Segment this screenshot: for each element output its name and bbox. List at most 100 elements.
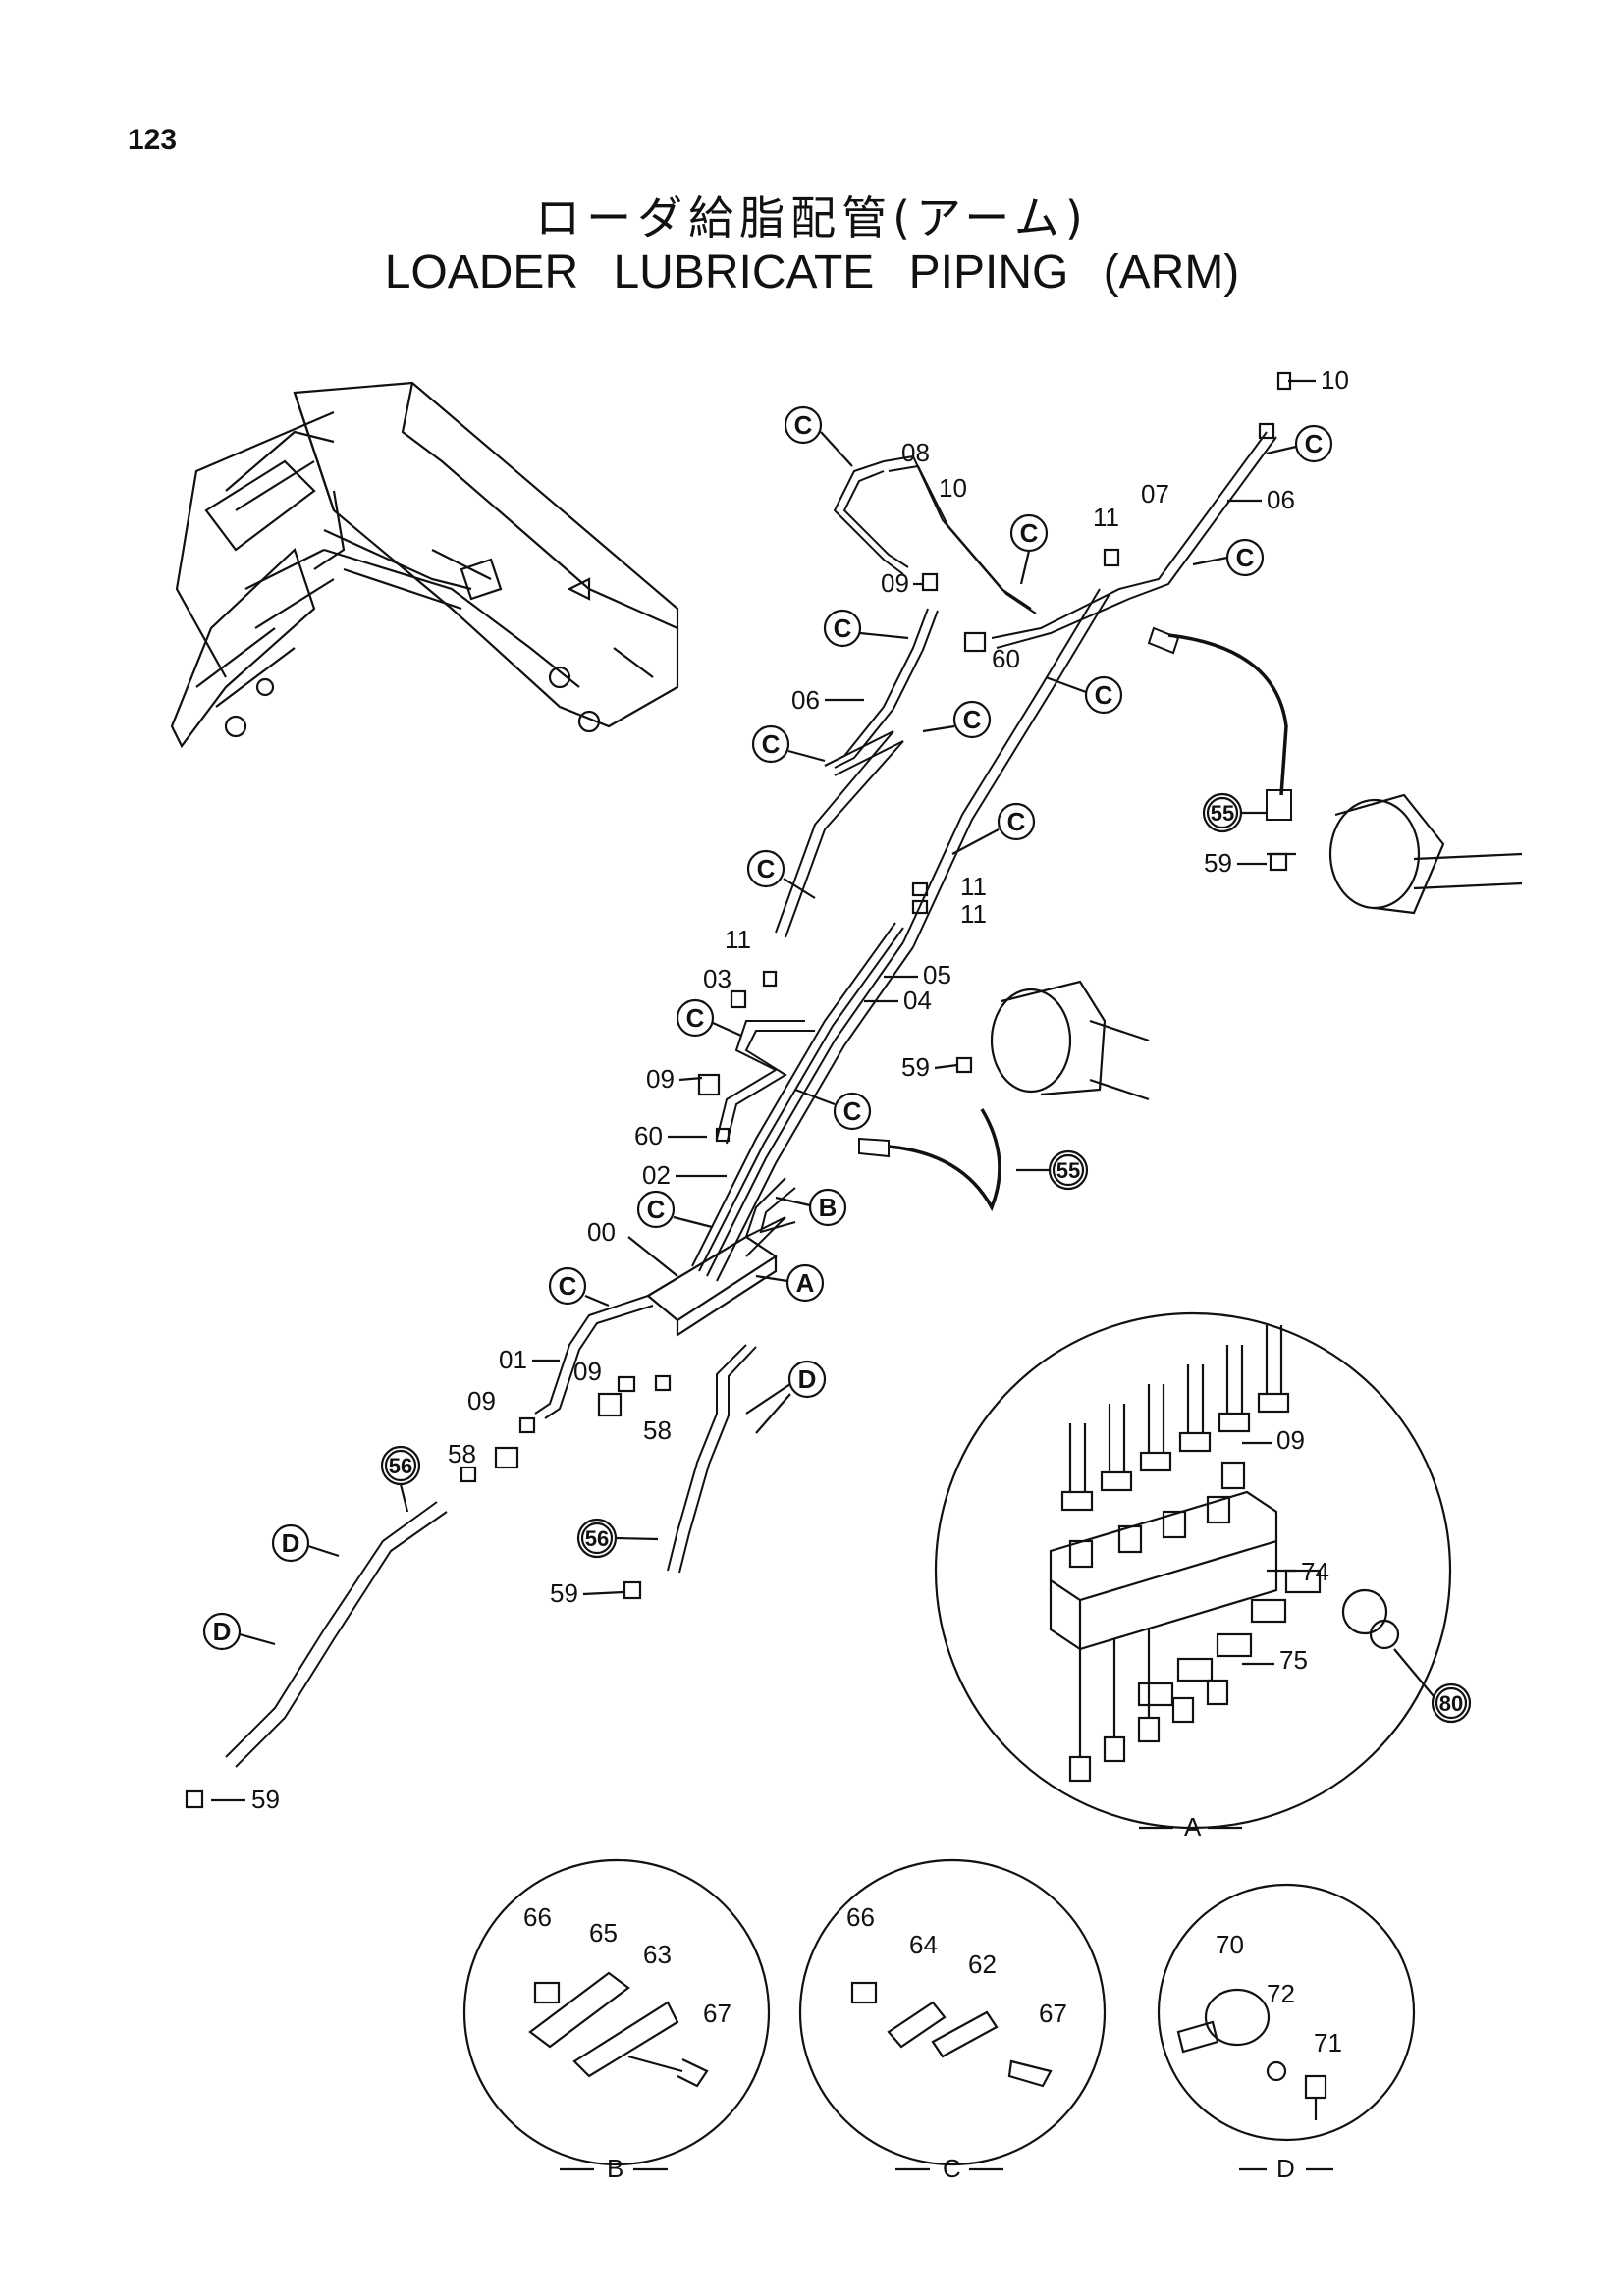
svg-text:09: 09: [881, 568, 909, 598]
svg-text:02: 02: [642, 1160, 671, 1190]
svg-text:09: 09: [646, 1064, 675, 1094]
callout-D-3: D: [202, 1612, 276, 1651]
svg-text:70: 70: [1216, 1930, 1244, 1959]
callout-56-right: 56: [576, 1518, 659, 1559]
svg-text:03: 03: [703, 964, 731, 993]
callout-C-3: C: [1266, 424, 1333, 463]
svg-text:55: 55: [1056, 1158, 1080, 1183]
svg-text:C: C: [647, 1195, 666, 1224]
svg-text:58: 58: [643, 1415, 672, 1445]
svg-text:71: 71: [1314, 2028, 1342, 2057]
callout-55-upper: 55: [1202, 792, 1267, 833]
svg-text:00: 00: [587, 1217, 616, 1247]
callout-C-12: C: [794, 1088, 872, 1131]
svg-text:04: 04: [903, 986, 932, 1015]
cylinder-end-lower: [990, 980, 1150, 1101]
svg-text:62: 62: [968, 1949, 997, 1979]
svg-text:74: 74: [1301, 1557, 1329, 1586]
svg-text:C: C: [559, 1271, 577, 1301]
svg-text:66: 66: [846, 1902, 875, 1932]
fittings: [185, 371, 1292, 1809]
svg-text:09: 09: [573, 1357, 602, 1386]
cylinder-end-upper: [1267, 793, 1523, 915]
part-labels: 10 08 10 07 06 11 09 60 06 59 11 11 11 0…: [211, 365, 1349, 1814]
svg-text:59: 59: [1204, 848, 1232, 878]
callout-C-10: C: [746, 849, 816, 899]
svg-text:C: C: [757, 854, 776, 883]
callout-D-2: D: [271, 1523, 340, 1563]
svg-text:07: 07: [1141, 479, 1169, 508]
svg-text:11: 11: [960, 899, 987, 929]
svg-text:10: 10: [939, 473, 967, 503]
svg-text:55: 55: [1211, 801, 1234, 826]
svg-text:C: C: [794, 410, 813, 440]
svg-text:11: 11: [725, 925, 751, 954]
svg-text:75: 75: [1279, 1645, 1308, 1675]
svg-text:56: 56: [389, 1454, 412, 1478]
svg-text:09: 09: [467, 1386, 496, 1415]
svg-text:01: 01: [499, 1345, 527, 1374]
callout-A: A: [755, 1263, 825, 1303]
svg-text:11: 11: [960, 872, 987, 901]
svg-text:C: C: [834, 614, 852, 643]
callout-C-13: C: [636, 1190, 713, 1229]
callout-C-6: C: [1045, 675, 1123, 715]
detail-A: A: [934, 1311, 1472, 1842]
svg-text:66: 66: [523, 1902, 552, 1932]
svg-text:C: C: [1305, 429, 1324, 458]
svg-text:C: C: [843, 1096, 862, 1126]
pipe-routing: [225, 431, 1292, 1768]
callout-C-11: C: [676, 998, 742, 1038]
svg-text:59: 59: [550, 1578, 578, 1608]
svg-text:B: B: [819, 1193, 838, 1222]
title-japanese: ローダ給脂配管(アーム): [535, 191, 1089, 244]
svg-text:60: 60: [634, 1121, 663, 1150]
callout-C-9: C: [951, 802, 1036, 855]
page-number: 123: [128, 124, 178, 156]
svg-text:B: B: [607, 2154, 623, 2183]
detail-D: D 70 72 71: [1157, 1883, 1416, 2183]
callout-B: B: [775, 1188, 847, 1227]
svg-text:64: 64: [909, 1930, 938, 1959]
svg-text:C: C: [943, 2154, 961, 2183]
svg-text:C: C: [1020, 518, 1039, 548]
svg-text:59: 59: [901, 1052, 930, 1082]
svg-text:56: 56: [585, 1526, 609, 1551]
svg-text:11: 11: [1093, 503, 1119, 532]
callout-C-8: C: [751, 724, 826, 764]
svg-text:80: 80: [1439, 1691, 1463, 1716]
svg-text:06: 06: [791, 685, 820, 715]
svg-text:C: C: [963, 705, 982, 734]
svg-text:C: C: [1236, 543, 1255, 572]
svg-text:72: 72: [1267, 1979, 1295, 2008]
svg-text:C: C: [1095, 680, 1113, 710]
svg-text:D: D: [213, 1617, 232, 1646]
svg-text:A: A: [1184, 1812, 1202, 1842]
callout-80: 80: [1393, 1648, 1472, 1724]
svg-text:C: C: [762, 729, 781, 759]
svg-text:67: 67: [703, 1999, 731, 2028]
svg-text:59: 59: [251, 1785, 280, 1814]
loader-arm-overview: [170, 381, 679, 749]
svg-text:67: 67: [1039, 1999, 1067, 2028]
svg-text:A: A: [796, 1268, 815, 1298]
svg-text:10: 10: [1321, 365, 1349, 395]
svg-text:D: D: [1276, 2154, 1295, 2183]
callout-C-5: C: [823, 609, 909, 648]
callout-C-7: C: [922, 700, 992, 739]
svg-text:58: 58: [448, 1439, 476, 1468]
callouts: C C C C C C C C C C C C C C B A D D D 55…: [202, 405, 1333, 1651]
svg-text:D: D: [798, 1364, 817, 1394]
svg-text:05: 05: [923, 960, 951, 989]
callout-D-1: D: [745, 1360, 827, 1434]
detail-B: B 66 65 63 67: [462, 1858, 771, 2183]
svg-text:C: C: [1007, 807, 1026, 836]
svg-text:60: 60: [992, 644, 1020, 673]
svg-text:65: 65: [589, 1918, 618, 1948]
callout-C-14: C: [548, 1266, 610, 1308]
callout-C-1: C: [784, 405, 853, 467]
svg-text:63: 63: [643, 1940, 672, 1969]
svg-text:C: C: [686, 1003, 705, 1033]
detail-C: C 66 64 62 67: [798, 1858, 1107, 2183]
callout-56-left: 56: [380, 1445, 421, 1513]
